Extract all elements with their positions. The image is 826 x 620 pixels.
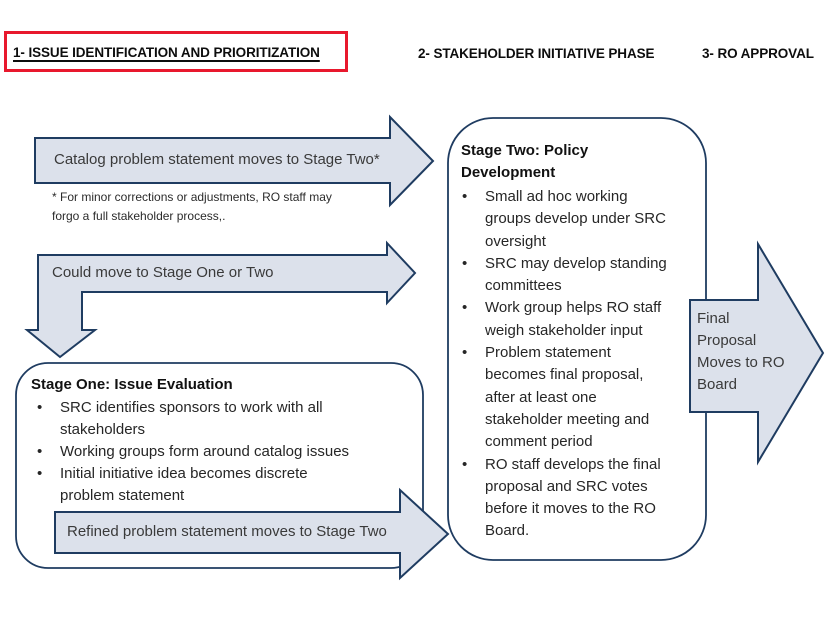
list-item: SRC may develop standing committees (458, 253, 700, 298)
refined-arrow-shape (54, 487, 450, 581)
phase1-heading: 1- ISSUE IDENTIFICATION AND PRIORITIZATI… (13, 45, 320, 60)
stage-one-bullet-list: SRC identifies sponsors to work with all… (33, 397, 401, 507)
list-item: Problem statement becomes final proposal… (458, 342, 700, 453)
could-move-arrow-label: Could move to Stage One or Two (52, 264, 274, 281)
catalog-arrow-label: Catalog problem statement moves to Stage… (54, 151, 380, 168)
final-proposal-arrow-shape (689, 240, 825, 466)
list-item: Initial initiative idea becomes discrete… (33, 463, 401, 507)
list-item: Work group helps RO staff weigh stakehol… (458, 297, 700, 342)
catalog-arrow-shape (34, 114, 435, 208)
stage-two-bullet-list: Small ad hoc working groups develop unde… (458, 186, 700, 543)
list-item: Working groups form around catalog issue… (33, 441, 401, 463)
phase1-highlight-frame (4, 31, 348, 72)
stage-one-title: Stage One: Issue Evaluation (31, 376, 233, 393)
stage-two-title: Stage Two: Policy Development (461, 142, 589, 181)
could-move-bent-arrow-shape (24, 240, 417, 359)
list-item: RO staff develops the final proposal and… (458, 454, 700, 543)
list-item: Small ad hoc working groups develop unde… (458, 186, 700, 253)
phase3-heading: 3- RO APPROVAL (702, 46, 814, 61)
list-item: SRC identifies sponsors to work with all… (33, 397, 401, 441)
final-proposal-arrow-label: Final Proposal Moves to RO Board (697, 310, 785, 393)
phase2-heading: 2- STAKEHOLDER INITIATIVE PHASE (418, 46, 655, 61)
catalog-footnote: * For minor corrections or adjustments, … (52, 190, 332, 223)
refined-arrow-label: Refined problem statement moves to Stage… (67, 523, 387, 540)
